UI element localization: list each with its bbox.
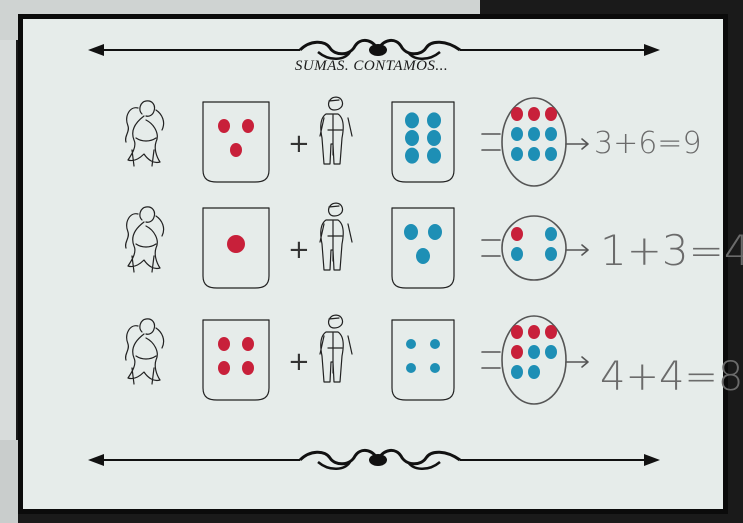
jar-icon (392, 102, 454, 182)
arrow-right-icon (566, 357, 588, 367)
equals-sign (482, 134, 500, 150)
blue-dot (416, 248, 430, 264)
blue-dot (406, 363, 416, 373)
red-dot (511, 325, 523, 339)
sum-row: +4+4=8 (0, 310, 743, 440)
blue-dot (528, 127, 540, 141)
background-paper-bottom (0, 440, 18, 523)
blue-dot (511, 127, 523, 141)
red-dot (242, 119, 254, 133)
red-dots-group (227, 235, 245, 253)
blue-dot (427, 148, 441, 164)
sum-result-text: 4+4=8 (600, 354, 743, 400)
red-dot (528, 107, 540, 121)
red-dot (511, 107, 523, 121)
blue-dot (528, 345, 540, 359)
blue-dot (405, 112, 419, 128)
red-dot (511, 345, 523, 359)
blue-dot (511, 365, 523, 379)
jar-icon (392, 320, 454, 400)
blue-dot (430, 339, 440, 349)
worksheet-title: SUMAS. CONTAMOS... (0, 58, 743, 75)
jar-icon (203, 102, 269, 182)
blue-dot (405, 130, 419, 146)
blue-dot (427, 112, 441, 128)
red-dot (242, 337, 254, 351)
red-dots-group (218, 337, 254, 375)
blue-dot (545, 247, 557, 261)
red-dot (242, 361, 254, 375)
soldier-figure-icon (320, 203, 352, 270)
red-dot (511, 227, 523, 241)
red-dot (218, 119, 230, 133)
soldier-figure-icon (320, 315, 352, 382)
equals-sign (482, 240, 500, 256)
blue-dot (428, 224, 442, 240)
woman-figure-icon (126, 207, 164, 272)
arrow-right-icon (566, 245, 588, 255)
equals-sign (482, 352, 500, 368)
blue-dot (545, 147, 557, 161)
blue-dots-group (405, 112, 441, 163)
blue-dots-group (406, 339, 440, 373)
plus-sign: + (288, 129, 310, 159)
red-dot (230, 143, 242, 157)
blue-dot (404, 224, 418, 240)
blue-dot (430, 363, 440, 373)
blue-dot (545, 127, 557, 141)
soldier-figure-icon (320, 97, 352, 164)
blue-dot (511, 247, 523, 261)
blue-dot (545, 345, 557, 359)
blue-dot (528, 147, 540, 161)
red-dot (528, 325, 540, 339)
blue-dots-group (404, 224, 442, 264)
plus-sign: + (288, 347, 310, 377)
arrow-right-icon (566, 139, 588, 149)
woman-figure-icon (126, 319, 164, 384)
jar-icon (203, 320, 269, 400)
blue-dot (427, 130, 441, 146)
sum-result-text: 1+3=4 (600, 226, 743, 275)
total-circle (502, 316, 566, 404)
red-dot (227, 235, 245, 253)
red-dot (218, 361, 230, 375)
sum-result-text: 3+6=9 (594, 126, 702, 161)
total-circle (502, 216, 566, 280)
blue-dot (528, 365, 540, 379)
blue-dot (405, 148, 419, 164)
sum-row: +1+3=4 (0, 198, 743, 328)
red-dot (545, 107, 557, 121)
red-dot (545, 325, 557, 339)
blue-dot (406, 339, 416, 349)
woman-figure-icon (126, 101, 164, 166)
blue-dot (545, 227, 557, 241)
total-circle (502, 98, 566, 186)
plus-sign: + (288, 235, 310, 265)
red-dots-group (218, 119, 254, 157)
blue-dot (511, 147, 523, 161)
red-dot (218, 337, 230, 351)
